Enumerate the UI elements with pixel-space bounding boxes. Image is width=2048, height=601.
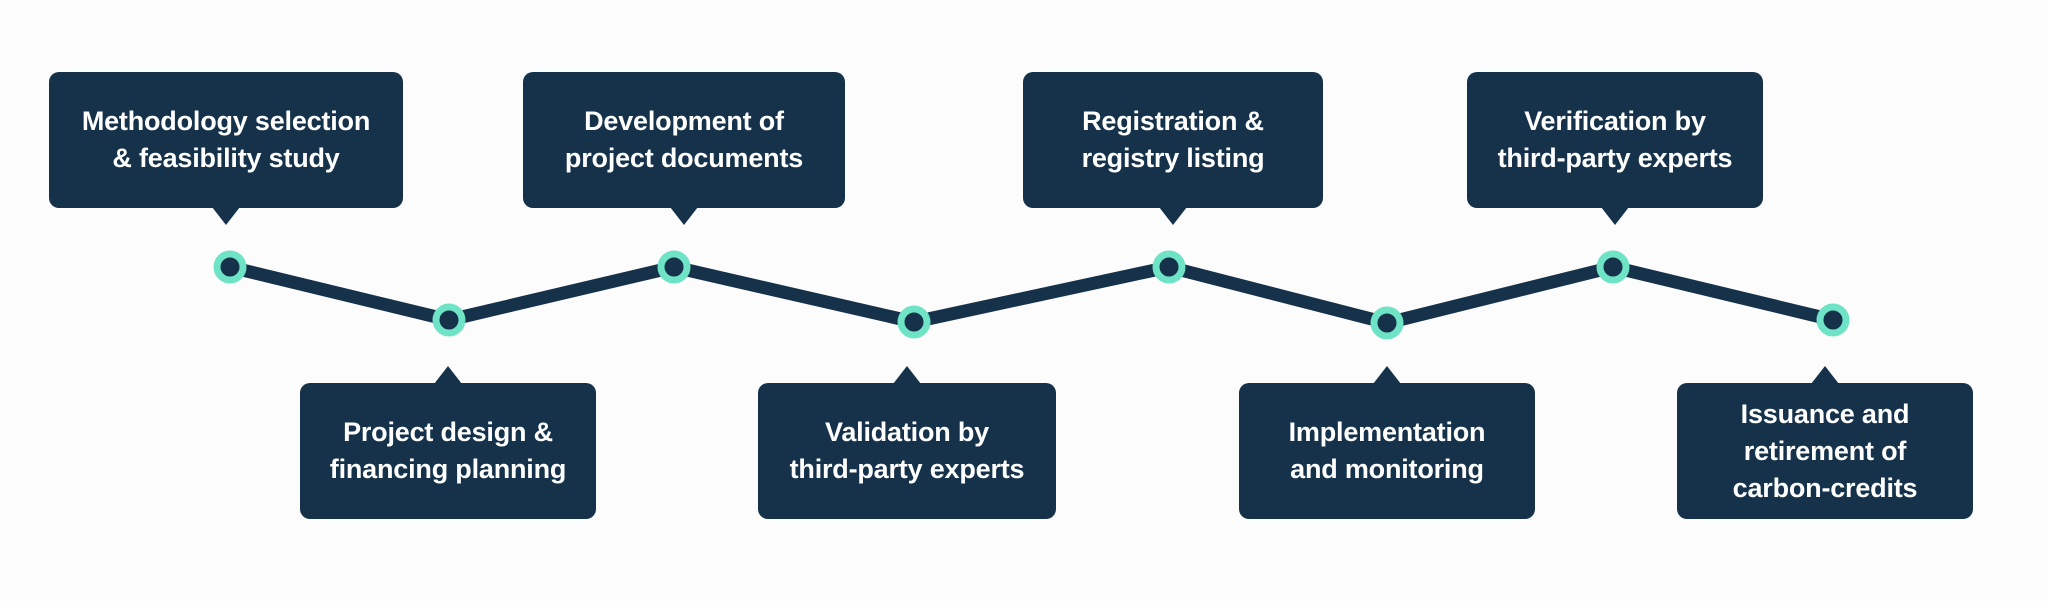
step-pointer-8 bbox=[1811, 366, 1839, 384]
timeline-node-3 bbox=[657, 250, 691, 284]
step-label-5: Registration & registry listing bbox=[1081, 106, 1265, 173]
step-box-1: Methodology selection & feasibility stud… bbox=[49, 72, 403, 225]
step-pointer-7 bbox=[1601, 207, 1629, 225]
step-label-2: Project design & financing planning bbox=[329, 417, 567, 484]
step-label-7: Verification by third-party experts bbox=[1497, 106, 1733, 173]
step-pointer-3 bbox=[670, 207, 698, 225]
step-label-4: Validation by third-party experts bbox=[789, 417, 1025, 484]
step-box-3: Development of project documents bbox=[523, 72, 845, 225]
step-box-6: Implementation and monitoring bbox=[1239, 366, 1535, 519]
timeline-node-2 bbox=[432, 303, 466, 337]
timeline-node-1 bbox=[213, 250, 247, 284]
timeline-node-4 bbox=[897, 305, 931, 339]
step-box-4: Validation by third-party experts bbox=[758, 366, 1056, 519]
step-pointer-1 bbox=[212, 207, 240, 225]
step-pointer-4 bbox=[893, 366, 921, 384]
step-pointer-2 bbox=[434, 366, 462, 384]
step-label-3: Development of project documents bbox=[564, 106, 804, 173]
step-pointer-5 bbox=[1159, 207, 1187, 225]
step-label-1: Methodology selection & feasibility stud… bbox=[81, 106, 371, 173]
timeline-node-6 bbox=[1370, 306, 1404, 340]
step-pointer-6 bbox=[1373, 366, 1401, 384]
timeline-node-7 bbox=[1596, 250, 1630, 284]
timeline-node-8 bbox=[1816, 303, 1850, 337]
step-box-7: Verification by third-party experts bbox=[1467, 72, 1763, 225]
step-box-5: Registration & registry listing bbox=[1023, 72, 1323, 225]
step-label-6: Implementation and monitoring bbox=[1288, 417, 1486, 484]
timeline-node-5 bbox=[1152, 250, 1186, 284]
timeline-zigzag-line bbox=[223, 260, 1840, 330]
step-box-8: Issuance and retirement of carbon-credit… bbox=[1677, 366, 1973, 519]
step-box-2: Project design & financing planning bbox=[300, 366, 596, 519]
step-label-8: Issuance and retirement of carbon-credit… bbox=[1732, 398, 1918, 503]
